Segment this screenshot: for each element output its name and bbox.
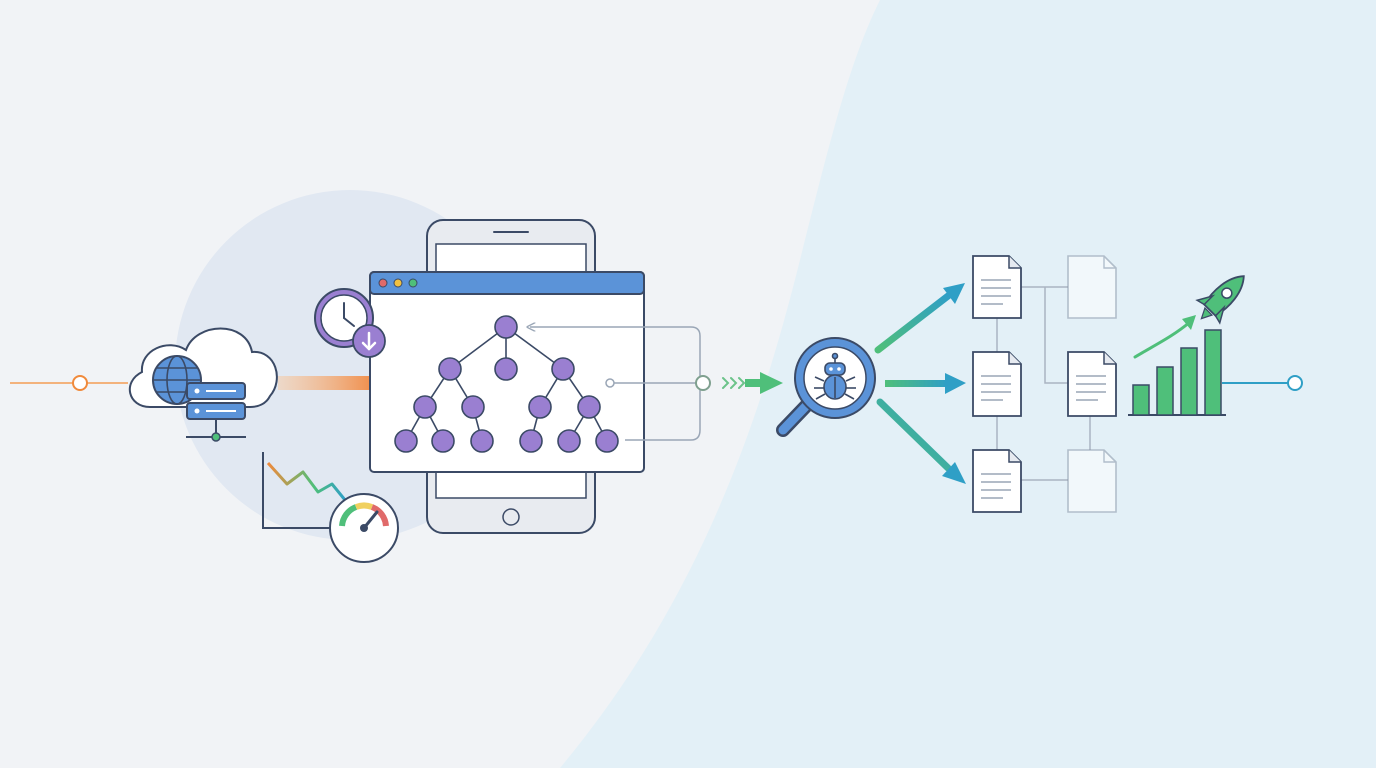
arrow-to-doc-bottom <box>876 398 966 484</box>
growth-bar <box>1204 329 1222 416</box>
tree-diagram-icon <box>394 315 619 453</box>
tree-node <box>595 429 619 453</box>
tree-node <box>557 429 581 453</box>
green-arrow-shaft <box>745 379 763 387</box>
window-close-dot <box>378 278 388 288</box>
rocket-icon <box>1195 275 1245 325</box>
document-connectors <box>996 286 1091 481</box>
server-rack-icon <box>186 382 246 442</box>
window-minimize-dot <box>393 278 403 288</box>
document-icon <box>1067 449 1117 513</box>
tree-node <box>413 395 437 419</box>
bar-chart-icon <box>1128 315 1226 416</box>
exit-node <box>1287 375 1303 391</box>
robot-bug-icon <box>814 352 856 400</box>
tree-node <box>431 429 455 453</box>
tree-node <box>438 357 462 381</box>
document-icon <box>1067 255 1117 319</box>
document-icon <box>1067 351 1117 417</box>
tree-node <box>494 357 518 381</box>
browser-connectors <box>530 327 701 441</box>
green-chevron-arrows <box>722 377 746 389</box>
speedometer-icon <box>329 493 399 563</box>
background-right-panel <box>560 0 1376 768</box>
growth-bar <box>1132 384 1150 416</box>
tree-node <box>519 429 543 453</box>
download-arrow-icon <box>352 324 386 358</box>
growth-bar <box>1156 366 1174 416</box>
arrow-to-doc-middle <box>885 373 966 394</box>
document-icon <box>972 351 1022 417</box>
green-arrow-head <box>760 372 783 394</box>
document-icon <box>972 449 1022 513</box>
tree-node <box>461 395 485 419</box>
tree-node <box>551 357 575 381</box>
line-chart-icon <box>262 452 347 529</box>
cloud-server-icon <box>128 327 278 442</box>
document-icon <box>972 255 1022 319</box>
entry-node <box>72 375 88 391</box>
connector-node <box>695 375 711 391</box>
tree-node <box>494 315 518 339</box>
window-maximize-dot <box>408 278 418 288</box>
tree-node <box>528 395 552 419</box>
growth-bar <box>1180 347 1198 416</box>
arrow-to-doc-top <box>874 283 965 354</box>
tree-node <box>394 429 418 453</box>
tree-node <box>470 429 494 453</box>
connector-node <box>605 378 615 388</box>
tree-node <box>577 395 601 419</box>
